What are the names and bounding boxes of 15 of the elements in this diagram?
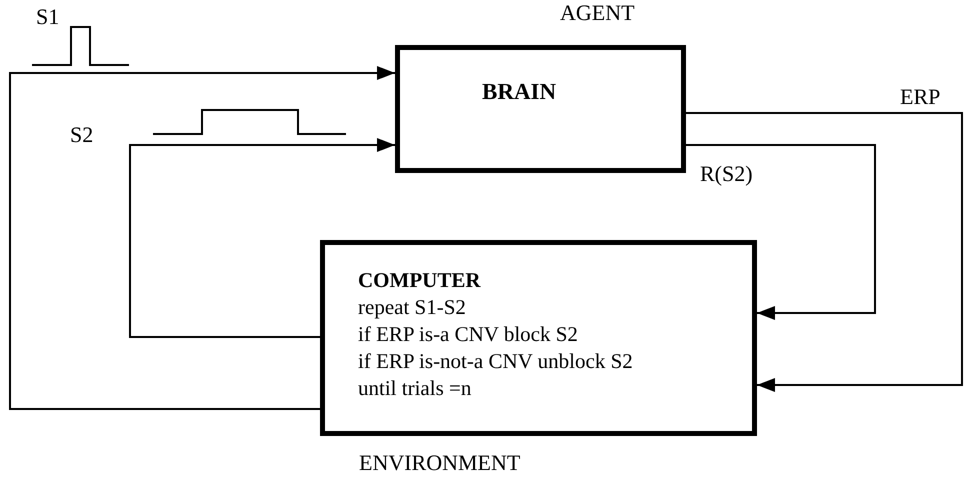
computer-box: [320, 240, 757, 436]
arrow: [9, 66, 395, 410]
brain-box: [395, 45, 686, 173]
rule-text: repeat S1-S2: [358, 294, 467, 321]
arrow: [129, 138, 395, 338]
region-label: ENVIRONMENT: [359, 452, 520, 474]
rule-text: until trials =n: [358, 375, 472, 402]
node-title: COMPUTER: [358, 267, 482, 294]
rule-text: if ERP is-not-a CNV unblock S2: [358, 348, 633, 375]
arrow: [686, 112, 963, 392]
arrow: [686, 144, 876, 320]
rule-text: if ERP is-a CNV block S2: [358, 321, 579, 348]
edge-label: R(S2): [700, 163, 753, 185]
node-title: BRAIN: [482, 80, 556, 103]
region-label: AGENT: [560, 2, 635, 24]
